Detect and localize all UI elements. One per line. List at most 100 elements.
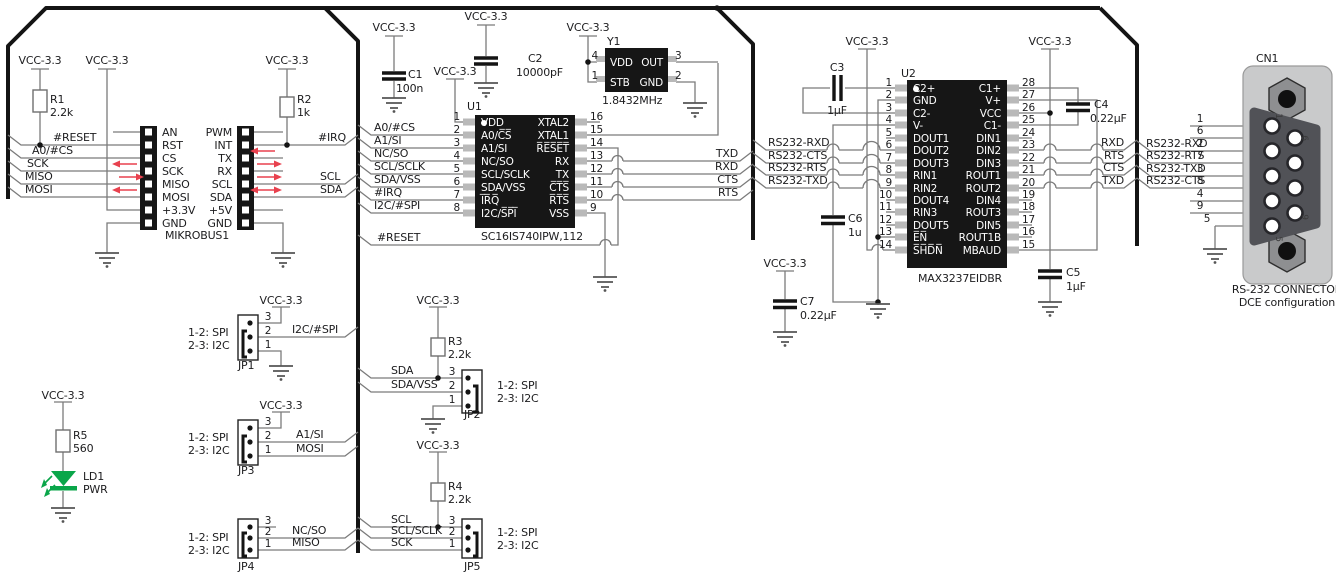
jp5-pin3: 3 bbox=[449, 515, 455, 527]
ground-symbol bbox=[866, 303, 890, 315]
jp3-mode-2: 2-3: I2C bbox=[188, 444, 230, 457]
hdr-mosi: MOSI bbox=[162, 191, 190, 204]
junction-dot bbox=[1047, 110, 1053, 116]
jumper-pin-dot bbox=[247, 348, 253, 354]
u2-net-cts: CTS bbox=[1103, 161, 1124, 174]
direction-arrow-head-right bbox=[274, 186, 282, 194]
pin-stub bbox=[1007, 221, 1019, 229]
u2-rin1: RIN1 bbox=[913, 170, 937, 182]
u1-sclsclk: SCL/SCLK bbox=[481, 169, 531, 181]
net-rs232-txd-r: RS232-TXD bbox=[1146, 162, 1206, 175]
u2-chip-body bbox=[907, 80, 1007, 268]
jp5-net-sck: SCK bbox=[391, 536, 413, 549]
u2-rout1b: ROUT1B bbox=[959, 232, 1001, 244]
connector-hole bbox=[1263, 142, 1281, 160]
pin-stub bbox=[895, 246, 907, 254]
vcc-r3: VCC-3.3 bbox=[417, 294, 460, 307]
pin-stub bbox=[463, 183, 475, 191]
u1-tx: TX bbox=[555, 169, 569, 181]
ground-symbol bbox=[474, 82, 498, 94]
ground-symbol-dot bbox=[603, 289, 607, 292]
u2-pin28: 28 bbox=[1022, 77, 1035, 89]
ground-symbol-dot bbox=[281, 265, 285, 268]
u2-pin6: 6 bbox=[886, 139, 893, 151]
jp4-ref: JP4 bbox=[237, 560, 254, 573]
u2-vp: V+ bbox=[985, 95, 1001, 107]
pin-stub bbox=[575, 144, 587, 152]
u2-rin2: RIN2 bbox=[913, 183, 937, 195]
mikrobus1-label: MIKROBUS1 bbox=[165, 229, 229, 242]
jumper-pin-dot bbox=[465, 389, 471, 395]
net-rs232-rxd-l: RS232-RXD bbox=[768, 136, 829, 149]
jumper-pin-dot bbox=[247, 425, 253, 431]
header-pin bbox=[145, 193, 152, 201]
c3-val: 1µF bbox=[827, 104, 847, 117]
u2-rout1: ROUT1 bbox=[966, 170, 1001, 182]
pin-stub bbox=[1007, 246, 1019, 254]
bus-i2cspi: I2C/#SPI bbox=[374, 199, 420, 212]
net-sda: SDA bbox=[320, 183, 343, 196]
hdr-sck: SCK bbox=[162, 165, 184, 178]
u2-pin16: 16 bbox=[1022, 226, 1035, 238]
ground-symbol bbox=[271, 252, 295, 264]
connector-hole bbox=[1286, 129, 1304, 147]
pin-stub bbox=[463, 118, 475, 126]
jp1-net: I2C/#SPI bbox=[292, 323, 338, 336]
net-scl: SCL bbox=[320, 170, 341, 183]
u2-pin21: 21 bbox=[1022, 164, 1035, 176]
pin-stub bbox=[895, 208, 907, 216]
junction-dot bbox=[875, 234, 881, 240]
u2-ref: U2 bbox=[901, 67, 916, 80]
pin-stub bbox=[895, 171, 907, 179]
y1-oscillator-body bbox=[605, 48, 668, 92]
u1-irq: I̅R̅Q̅ bbox=[479, 194, 499, 207]
cn1-caption-2: DCE configuration bbox=[1239, 296, 1335, 309]
r2-val: 1k bbox=[297, 106, 311, 119]
u2-net-txd: TXD bbox=[1101, 174, 1124, 187]
c6-ref: C6 bbox=[848, 212, 862, 225]
c4-val: 0.22µF bbox=[1090, 112, 1127, 125]
cn1-hole1-label: 1 bbox=[1273, 113, 1283, 119]
r2-ref: R2 bbox=[297, 93, 311, 106]
pin-stub bbox=[895, 233, 907, 241]
u2-pin24: 24 bbox=[1022, 127, 1035, 139]
u1-pin7: 7 bbox=[454, 189, 460, 201]
ground-symbol bbox=[683, 102, 707, 114]
ground-symbol bbox=[1038, 301, 1062, 313]
header-pin bbox=[145, 180, 152, 188]
u1-sdavss: SDA/VSS bbox=[481, 182, 526, 194]
jumper-pin-dot bbox=[247, 439, 253, 445]
jp1-mode-1: 1-2: SPI bbox=[188, 326, 228, 339]
ground-symbol-dot bbox=[279, 378, 283, 381]
u1-rx: RX bbox=[555, 156, 569, 168]
u2-c2m: C2- bbox=[913, 108, 931, 120]
u2-pin7: 7 bbox=[886, 152, 892, 164]
u1-pin11: 11 bbox=[590, 176, 603, 188]
hdr-pwm: PWM bbox=[206, 126, 232, 139]
ground-symbol bbox=[382, 97, 406, 109]
resistor-r3 bbox=[430, 337, 446, 357]
pin-stub bbox=[1007, 134, 1019, 142]
jumper-pin-dot bbox=[465, 547, 471, 553]
pin-stub bbox=[463, 157, 475, 165]
vcc-r5: VCC-3.3 bbox=[42, 389, 85, 402]
vcc-c2: VCC-3.3 bbox=[465, 10, 508, 23]
pin-stub bbox=[1007, 121, 1019, 129]
header-pin bbox=[242, 141, 249, 149]
u2-vm: V- bbox=[913, 120, 923, 132]
net-miso: MISO bbox=[25, 170, 53, 183]
pin-stub bbox=[1007, 196, 1019, 204]
c5-ref: C5 bbox=[1066, 266, 1080, 279]
u2-pin3: 3 bbox=[886, 102, 892, 114]
vcc-mikrobus: VCC-3.3 bbox=[86, 54, 129, 67]
u1-pin1: 1 bbox=[454, 111, 460, 123]
pin-stub bbox=[1007, 84, 1019, 92]
pin-stub bbox=[575, 118, 587, 126]
u2-pin19: 19 bbox=[1022, 189, 1035, 201]
ground-symbol-dot bbox=[876, 316, 880, 319]
u2-pin22: 22 bbox=[1022, 152, 1035, 164]
bus-reset: #RESET bbox=[377, 231, 421, 244]
jp3-ref: JP3 bbox=[237, 464, 254, 477]
pin-stub bbox=[1007, 146, 1019, 154]
